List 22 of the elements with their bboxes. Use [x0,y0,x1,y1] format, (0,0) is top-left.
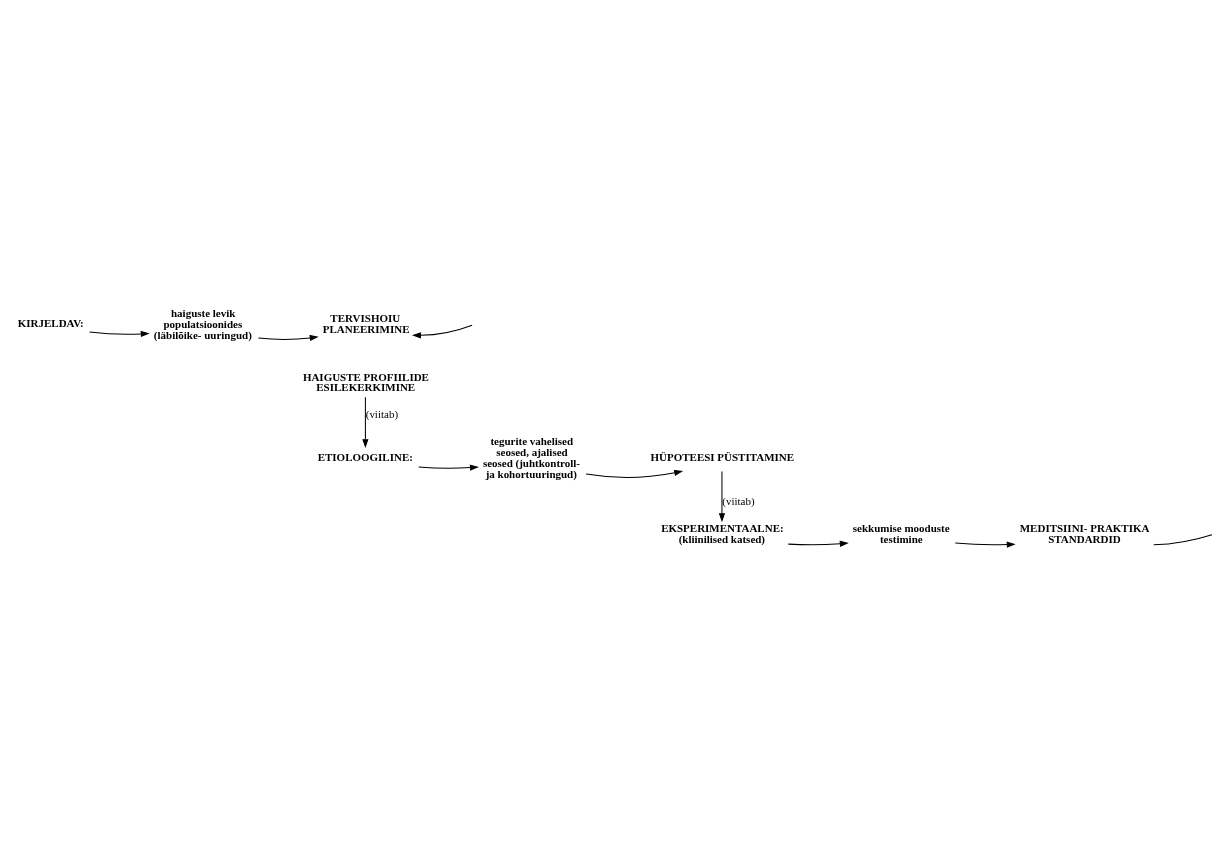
arrow [412,324,473,338]
node-text: sekkumise mooduste testimine [852,521,950,545]
edge-label: (viitab) [365,407,399,420]
node-text: haiguste levik populatsioonides (läbilõike- uuringud) [153,306,252,341]
arrow [88,330,150,337]
node-text: KIRJELDAV: [17,316,84,329]
edge-label: (viitab) [722,494,755,507]
node-text: TERVISHOIU PLANEERIMINE [322,311,410,335]
arrow [585,469,684,478]
arrow [362,396,369,448]
arrow [787,540,849,547]
node-text: HAIGUSTE PROFIILIDE ESILEKERKIMINE [302,369,429,393]
arrow [718,470,726,522]
connector [1153,533,1213,545]
node-text: tegurite vahelised seosed, ajalised seosed (juhtkontroll- ja kohortuuringud) [482,434,581,480]
node-text: ETIOLOOGILINE: [317,450,413,463]
arrow [954,540,1016,548]
arrow [418,464,479,471]
node-text: HÜPOTEESI PÜSTITAMINE [650,450,795,463]
arrow [257,334,319,341]
node-text: MEDITSIINI- PRAKTIKA STANDARDID [1019,521,1150,545]
node-text: EKSPERIMENTAALNE: (kliinilised katsed) [661,521,784,545]
